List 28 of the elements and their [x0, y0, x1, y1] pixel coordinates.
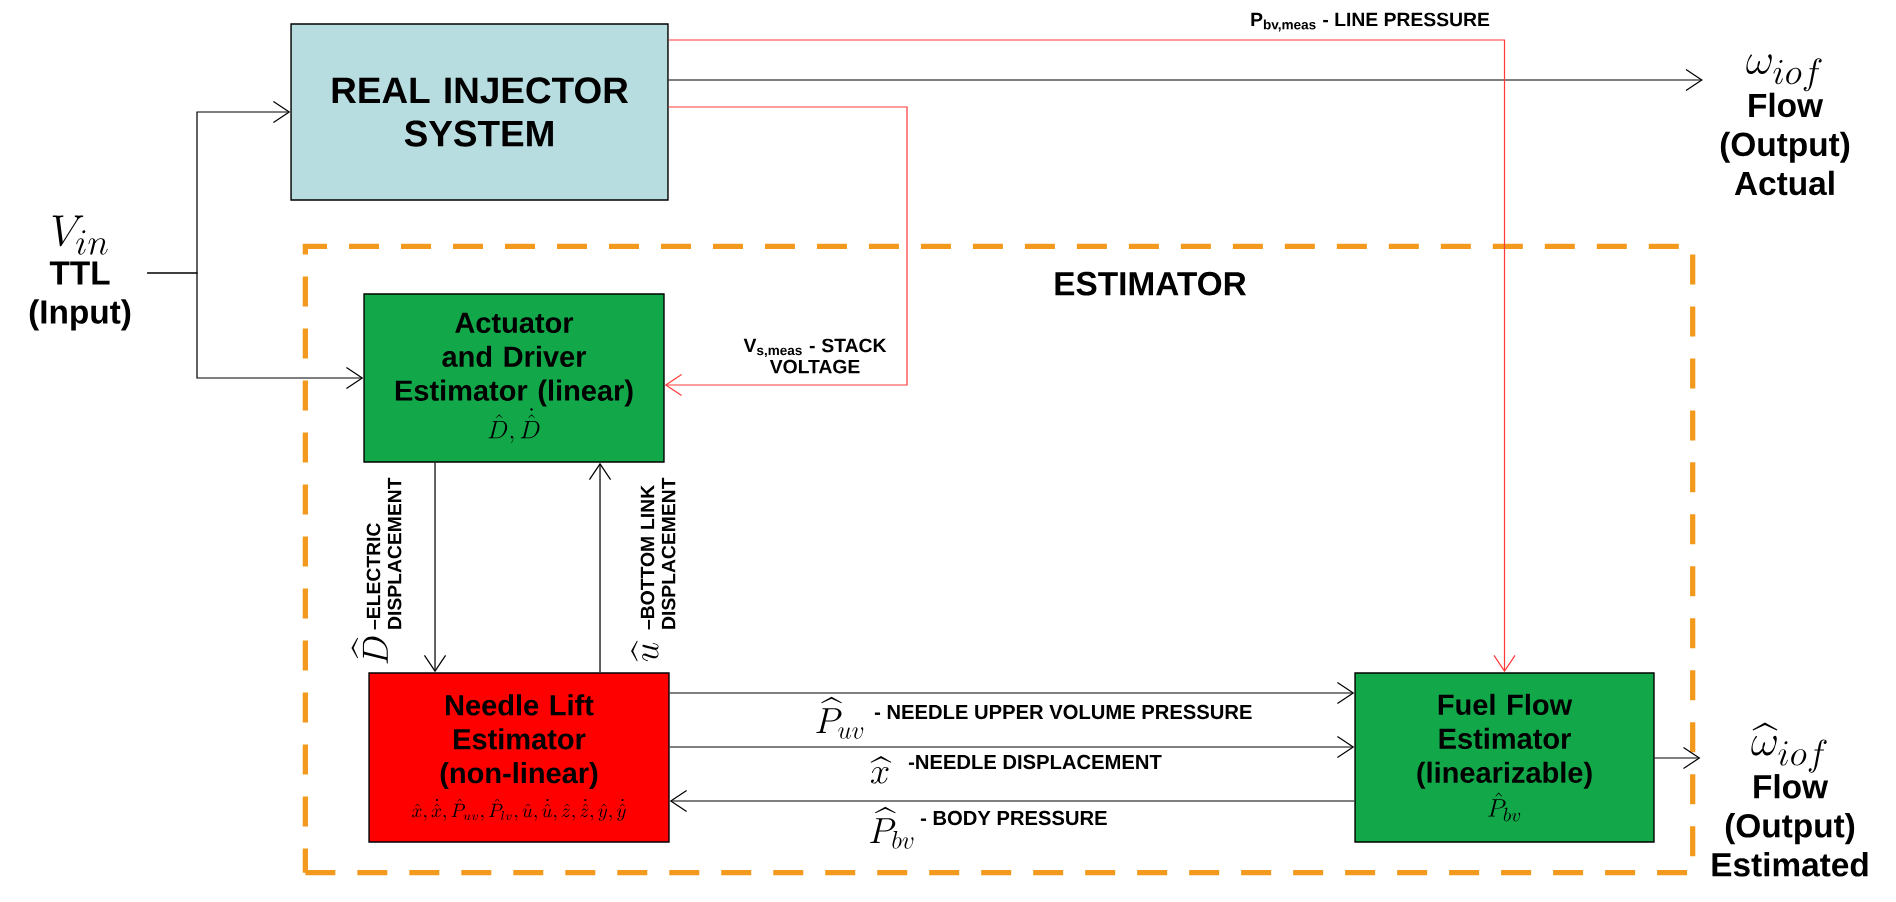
edge-label: V$_{s,meas}$ - STACK VOLTAGE: [743, 338, 887, 374]
arrow: [669, 681, 1355, 705]
process-box: Fuel Flow Estimator (linearizable) $\hat{P}_{bv}$: [1354, 672, 1655, 843]
output-label: $\widehat{\omega}_{iof}$ Flow (Output) Estimated: [1712, 722, 1868, 877]
edge-label: –BOTTOM LINK DISPLACEMENT: [640, 477, 676, 630]
arrow: [669, 735, 1355, 759]
arrow: [588, 462, 612, 673]
formula-label: $\widehat{D}$: [351, 636, 388, 664]
edge-label: -NEEDLE DISPLACEMENT: [908, 754, 1162, 770]
edge-label: –ELECTRIC DISPLACEMENT: [366, 477, 402, 630]
edge-label: - NEEDLE UPPER VOLUME PRESSURE: [874, 704, 1252, 720]
arrow: [669, 789, 1355, 813]
arrow: [668, 39, 1516, 673]
formula-label: $\widehat{x}$: [870, 756, 892, 784]
output-label: $\omega_{iof}$ Flow (Output) Actual: [1720, 54, 1850, 196]
edge-label: - BODY PRESSURE: [920, 810, 1107, 826]
formula-label: $\widehat{P}_{uv}$: [816, 696, 864, 739]
arrow: [423, 462, 447, 673]
process-box: Needle Lift Estimator (non-linear) $\hat{x},\dot{\hat{x}},\hat{P}_{uv},\hat{P}_{lv},\hat{u},\dot{\hat{u}},\hat{z},\dot{\hat{z}},\hat{y},\dot{\hat{y}}$: [368, 672, 670, 843]
arrow: [668, 68, 1703, 92]
formula-label: $\widehat{P}_{bv}$: [870, 806, 914, 849]
input-label: $V_{in}$ TTL (Input): [29, 215, 131, 331]
process-box: REAL INJECTOR SYSTEM: [290, 23, 669, 201]
arrow: [1654, 746, 1701, 770]
arrow: [664, 106, 908, 397]
process-box: Actuator and Driver Estimator (linear) $\hat{D},\dot{\hat{D}}$: [363, 293, 665, 463]
edge-label: P$_{bv,meas}$ - LINE PRESSURE: [1251, 12, 1490, 32]
arrow: [146, 272, 364, 390]
